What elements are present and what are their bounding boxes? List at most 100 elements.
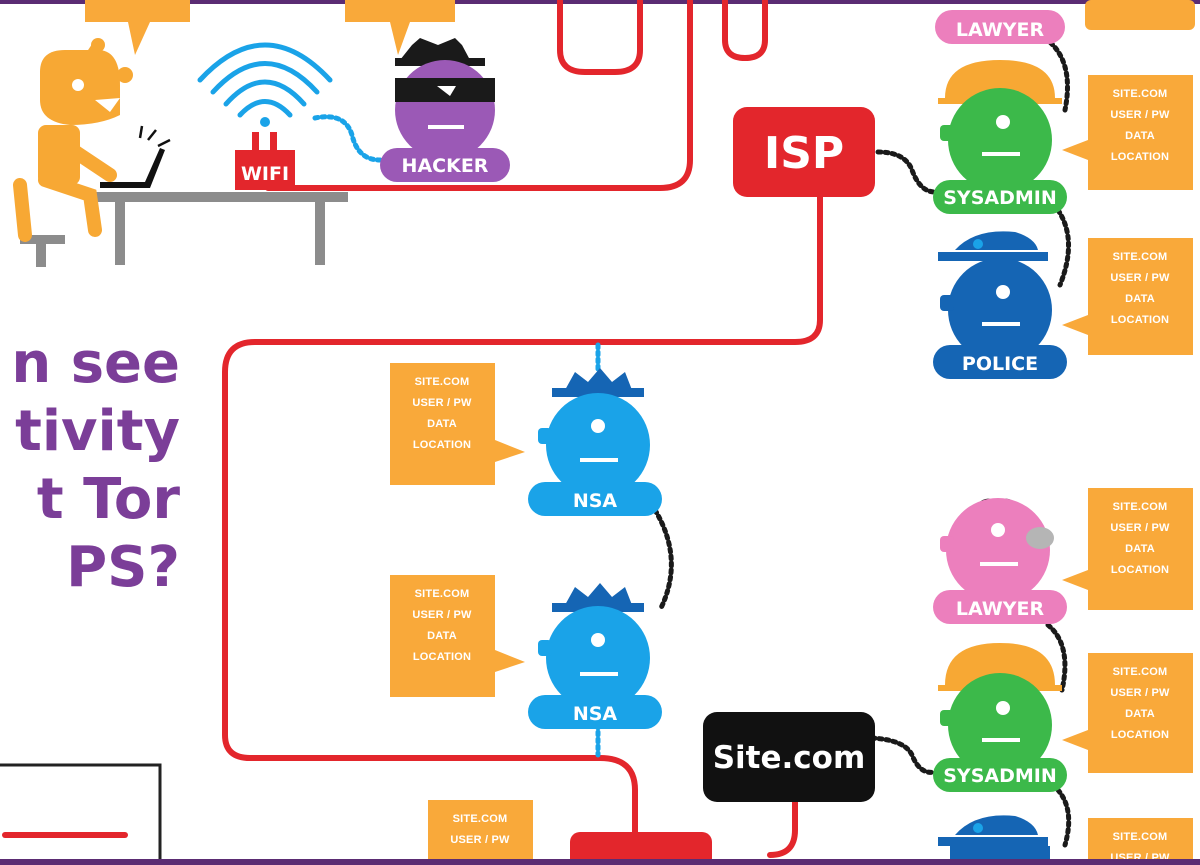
- bubble-line-site: SITE.COM: [1113, 501, 1168, 513]
- wire-top-u-left: [557, 0, 643, 75]
- police-top-mouth: [982, 322, 1020, 326]
- bubble-line-location: LOCATION: [1111, 151, 1169, 163]
- lawyer-top-bubble: [1085, 0, 1195, 30]
- sysadmin-bottom: SYSADMIN: [933, 643, 1067, 792]
- hacker: HACKER: [380, 38, 510, 182]
- bubble-line-site: SITE.COM: [1113, 831, 1168, 843]
- bubble-line-userpw: USER / PW: [1110, 272, 1170, 284]
- wire-isp-down: [222, 187, 823, 865]
- nsa-bottom: NSA: [528, 583, 662, 729]
- router-antenna-right: [270, 132, 277, 154]
- bubble-line-userpw: USER / PW: [412, 397, 472, 409]
- sysadmin-top-badge: [933, 180, 1067, 214]
- hacker-badge: [380, 148, 510, 182]
- bubble-police-bottom: SITE.COM USER / PW: [1088, 818, 1193, 865]
- hacker-bubble-tail: [345, 0, 455, 55]
- stool-top: [20, 235, 65, 244]
- headline-line-4: PS?: [66, 535, 180, 600]
- bubble-line-data: DATA: [1125, 293, 1155, 305]
- nsa-bottom-mouth: [580, 672, 618, 676]
- sysadmin-top: SYSADMIN: [933, 60, 1067, 214]
- sysadmin-top-label: SYSADMIN: [943, 187, 1056, 209]
- bubble-line-site: SITE.COM: [1113, 666, 1168, 678]
- bubble-nsa-top: SITE.COM USER / PW DATA LOCATION: [390, 363, 525, 485]
- sysadmin-bottom-ear: [940, 710, 954, 726]
- bubble-line-site: SITE.COM: [453, 813, 508, 825]
- bubble-line-data: DATA: [427, 418, 457, 430]
- wifi-waves: [197, 42, 333, 118]
- police-bottom-cap: [955, 815, 1038, 835]
- bubble-line-location: LOCATION: [1111, 314, 1169, 326]
- lawyer-top-badge: [935, 10, 1065, 44]
- wire-wifi-to-top: [265, 0, 693, 191]
- dots-site-sysadmin: [869, 735, 938, 775]
- lawyer-bottom: LAWYER: [933, 498, 1067, 624]
- lawyer-headphone: [1026, 527, 1054, 549]
- sysadmin-top-mouth: [982, 152, 1020, 156]
- isp-box: [733, 107, 875, 197]
- dots-isp-sysadmin: [875, 149, 938, 195]
- nsa-top-brim: [552, 388, 644, 397]
- sysadmin-top-eye: [996, 115, 1010, 129]
- headline: n see tivity t Tor PS?: [0, 330, 180, 602]
- bubble-line-location: LOCATION: [413, 439, 471, 451]
- bubble-nsa-bottom: SITE.COM USER / PW DATA LOCATION: [390, 575, 525, 697]
- user-leg: [13, 173, 102, 242]
- desk-top: [90, 192, 348, 202]
- user-arm: [58, 138, 117, 182]
- bubble-line-location: LOCATION: [1111, 729, 1169, 741]
- dots-nsa-nsa: [652, 507, 674, 613]
- bubble-line-site: SITE.COM: [415, 588, 470, 600]
- nsa-top-head: [546, 393, 650, 497]
- police-top-brim: [938, 252, 1048, 261]
- wire-site-down: [767, 775, 798, 858]
- police-top-label: POLICE: [962, 353, 1038, 375]
- dots-sysadmin-police-top: [1055, 207, 1071, 288]
- police-bottom-badge-icon: [973, 823, 983, 833]
- user-eye: [72, 79, 84, 91]
- user-ear: [117, 67, 133, 83]
- stool-leg: [36, 242, 46, 267]
- nsa-bottom-label: NSA: [573, 703, 618, 725]
- headline-line-2: tivity: [15, 399, 180, 464]
- bubble-line-data: DATA: [1125, 708, 1155, 720]
- hacker-hat: [400, 38, 470, 60]
- blue-dotted-connectors: [312, 114, 601, 758]
- nsa-top-ear: [538, 428, 552, 444]
- dotted-connectors: [652, 35, 1072, 848]
- hacker-eye: [437, 86, 456, 96]
- connection-lines: [2, 0, 823, 865]
- nsa-bottom-head: [546, 606, 650, 710]
- isp-node: ISP: [733, 107, 875, 197]
- nsa-bottom-ear: [538, 640, 552, 656]
- laptop-spark: [138, 125, 171, 148]
- site-node: Site.com: [703, 712, 875, 802]
- lawyer-bottom-ear: [940, 536, 954, 552]
- bubble-line-data: DATA: [427, 630, 457, 642]
- user-at-desk: [13, 0, 455, 267]
- police-top-head: [948, 258, 1052, 362]
- police-top-ear: [940, 295, 954, 311]
- police-top-cap: [955, 231, 1038, 250]
- dots-lawyer-sysadmin-bottom: [1045, 622, 1068, 693]
- wifi-router: WIFI: [197, 42, 333, 190]
- nsa-top-cap: [565, 368, 632, 390]
- bubble-line-userpw: USER / PW: [1110, 522, 1170, 534]
- nsa-top-badge: [528, 482, 662, 516]
- router-body: [235, 150, 295, 190]
- isp-label: ISP: [764, 128, 844, 179]
- lawyer-bottom-mouth: [980, 562, 1018, 566]
- user-antenna-tip: [91, 38, 105, 52]
- dots-sysadmin-police-bottom: [1055, 787, 1072, 848]
- lawyer-bottom-badge: [933, 590, 1067, 624]
- wire-top-u-right: [722, 0, 768, 61]
- site-box: [703, 712, 875, 802]
- police-bottom-brim: [938, 837, 1048, 846]
- frame-top-border: [0, 0, 1200, 4]
- lawyer-bottom-label: LAWYER: [956, 598, 1045, 620]
- lawyer-top: LAWYER: [935, 0, 1195, 44]
- bubble-lawyer-bottom: SITE.COM USER / PW DATA LOCATION: [1062, 488, 1193, 610]
- bubble-bottom-center: SITE.COM USER / PW: [428, 800, 533, 865]
